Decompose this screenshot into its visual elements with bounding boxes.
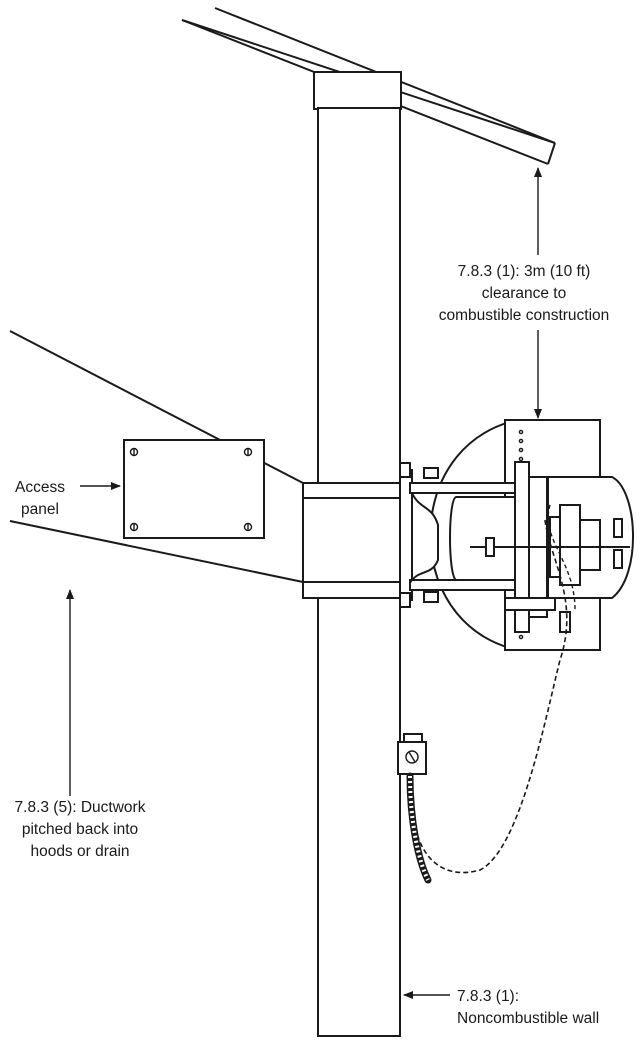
wall-label: 7.8.3 (1): Noncombustible wall — [457, 988, 599, 1027]
screw-icon — [129, 522, 139, 532]
electrical-wire — [413, 519, 568, 874]
junction-box — [397, 733, 432, 884]
screw-icon — [243, 522, 253, 532]
svg-text:Access: Access — [15, 479, 65, 496]
svg-text:combustible construction: combustible construction — [439, 307, 610, 324]
svg-text:panel: panel — [21, 501, 59, 518]
svg-text:7.8.3 (1):: 7.8.3 (1): — [457, 988, 519, 1005]
clearance-label: 7.8.3 (1): 3m (10 ft) clearance to combu… — [439, 263, 610, 324]
svg-text:hoods or drain: hoods or drain — [30, 843, 129, 860]
access-panel — [123, 439, 265, 539]
screw-icon — [243, 447, 253, 457]
svg-text:clearance to: clearance to — [482, 285, 566, 302]
access-panel-label: Access panel — [15, 479, 65, 518]
svg-text:Noncombustible wall: Noncombustible wall — [457, 1010, 599, 1027]
duct-collar — [302, 482, 401, 599]
svg-text:pitched back into: pitched back into — [22, 821, 138, 838]
svg-text:7.8.3 (1): 3m (10 ft): 7.8.3 (1): 3m (10 ft) — [458, 263, 591, 280]
fan-hood — [399, 419, 634, 874]
ductwork-label: 7.8.3 (5): Ductwork pitched back into ho… — [15, 799, 146, 860]
screw-icon — [129, 447, 139, 457]
wall-cap — [313, 71, 402, 110]
svg-text:7.8.3 (5): Ductwork: 7.8.3 (5): Ductwork — [15, 799, 146, 816]
